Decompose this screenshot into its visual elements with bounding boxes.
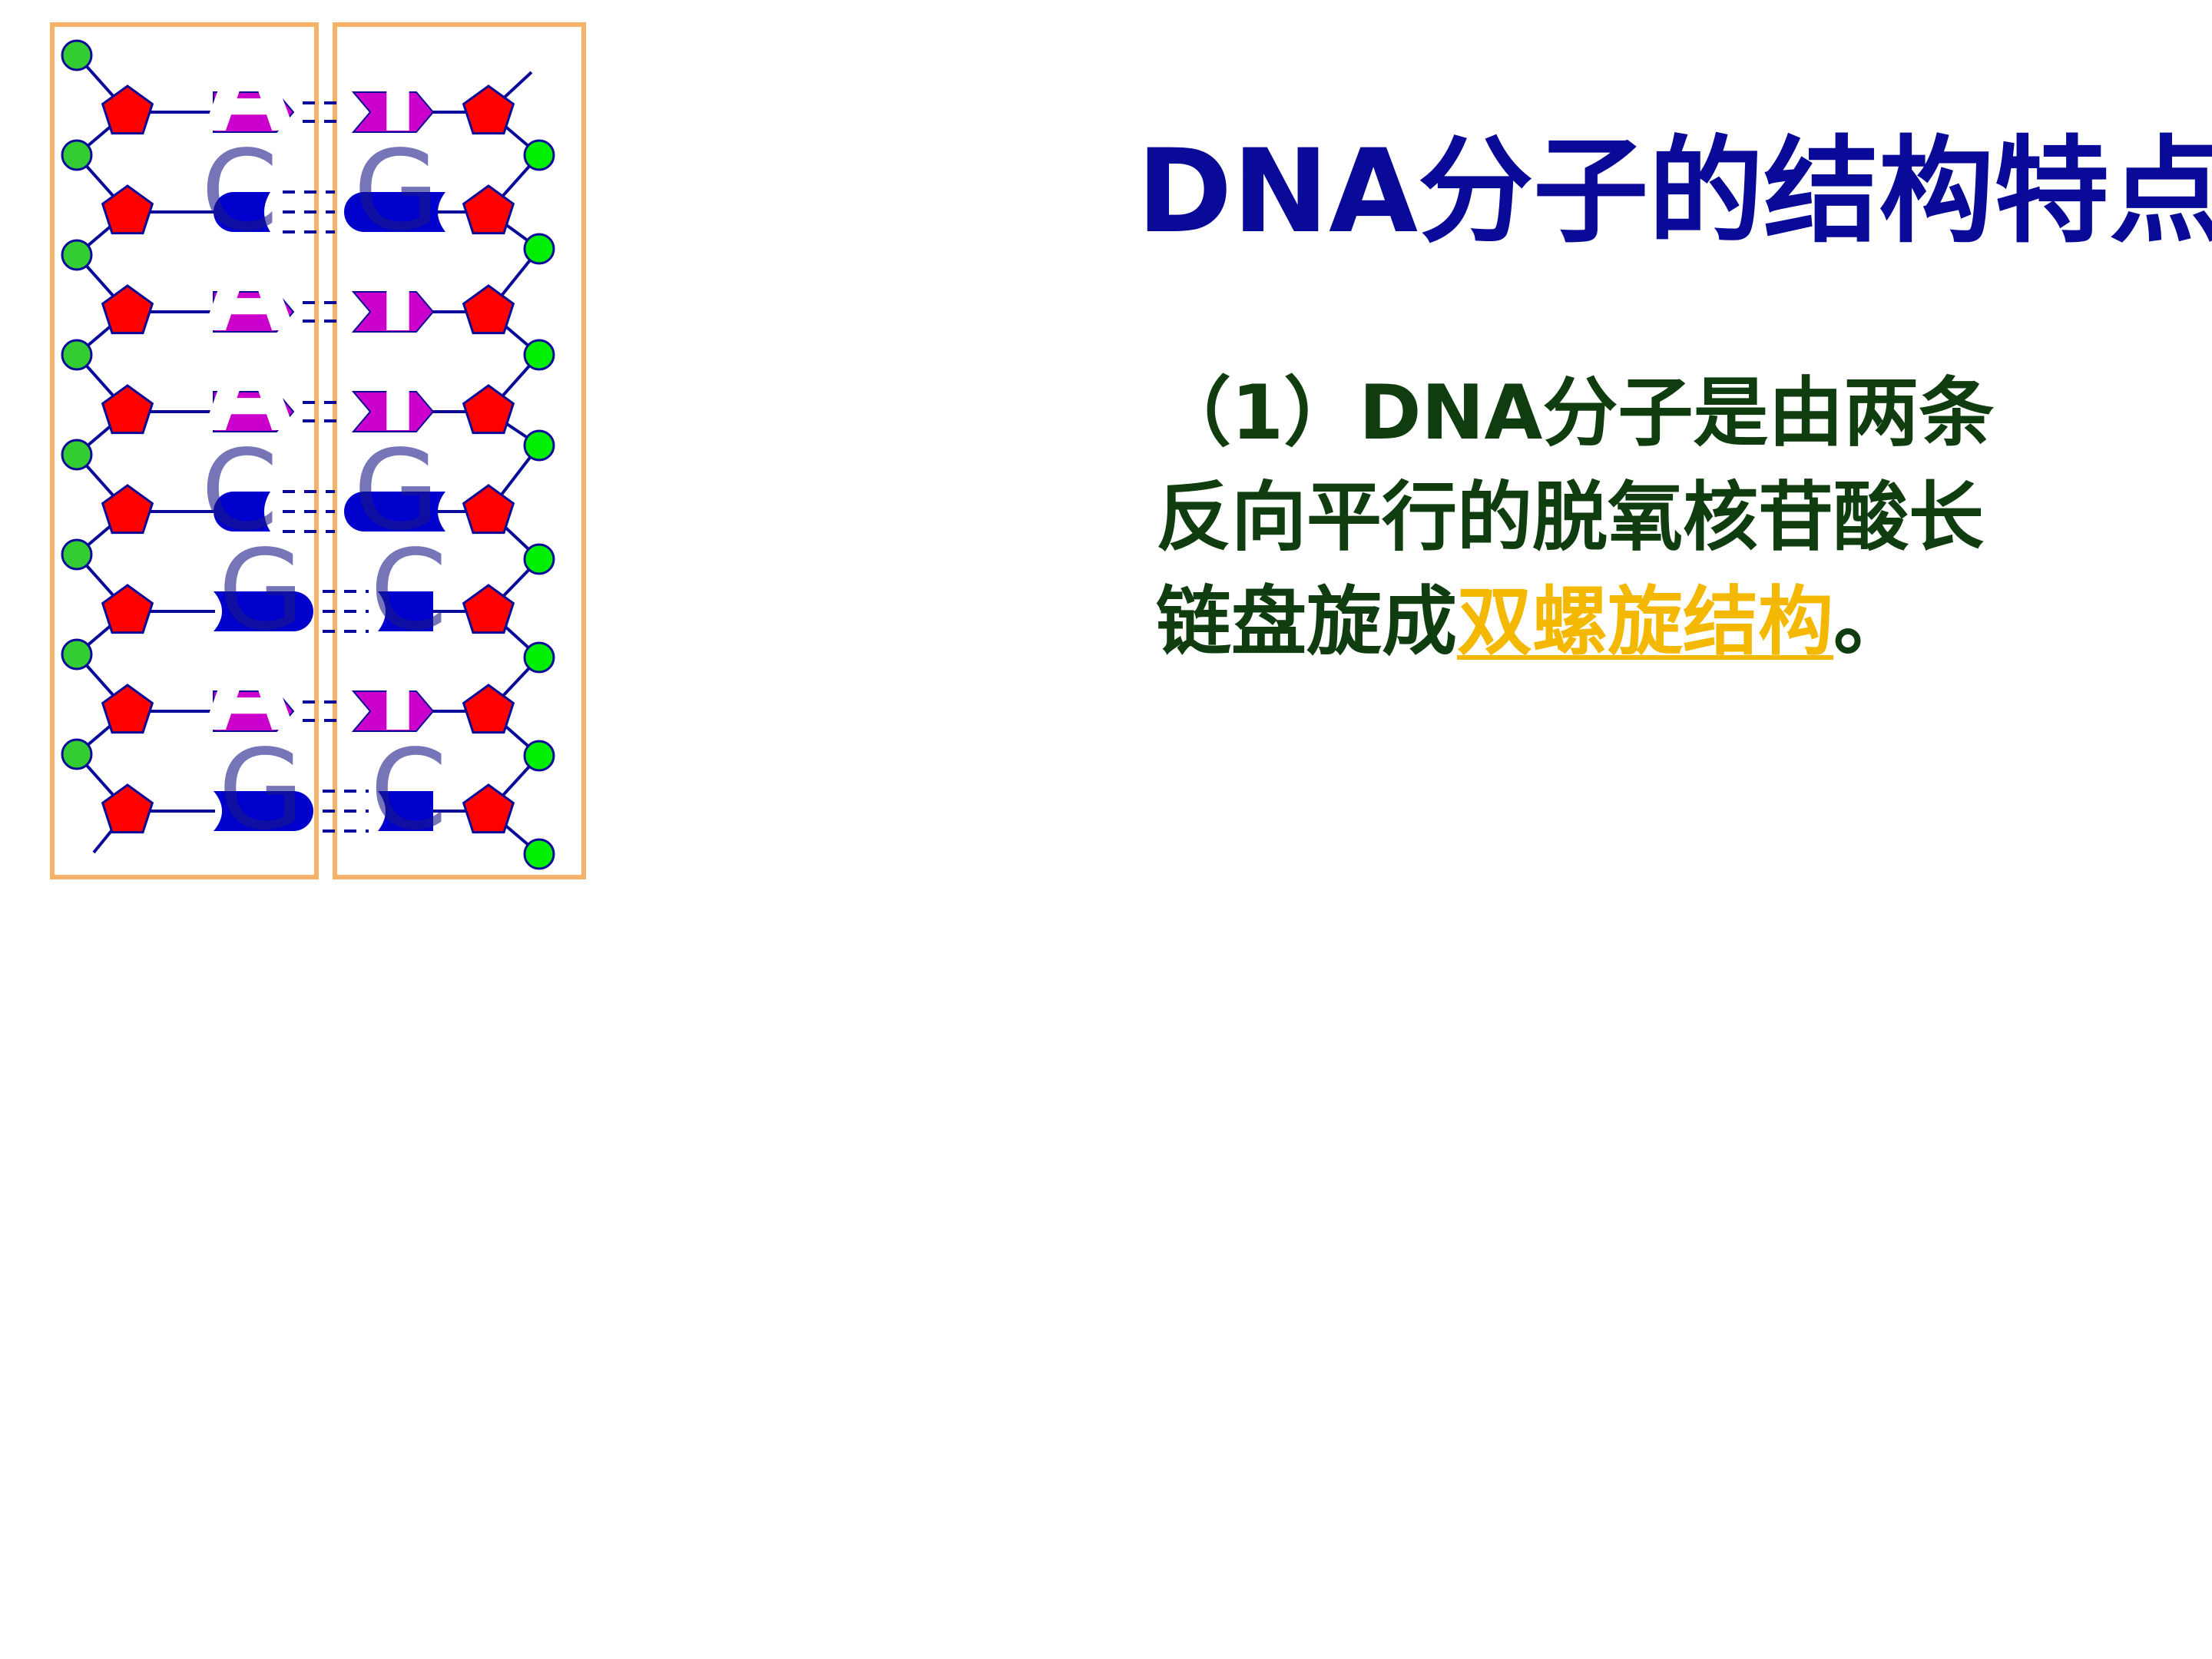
adenine-label: A (203, 19, 296, 159)
deoxyribose-pentagon (101, 783, 154, 834)
phosphate-circle (523, 139, 555, 171)
description-line-2: 反向平行的脱氧核苷酸长 (1156, 474, 1985, 561)
phosphate-circle (523, 429, 555, 462)
adenine-label: A (203, 618, 296, 758)
description-line-1: （1）DNA分子是由两条 (1156, 369, 1995, 457)
thymine-base (351, 91, 435, 133)
phosphate-circle (61, 139, 93, 171)
phosphate-circle (523, 838, 555, 870)
adenine-base (213, 690, 295, 732)
guanine-label: G (218, 525, 304, 654)
deoxyribose-pentagon (101, 484, 154, 535)
phosphate-circle (61, 239, 93, 271)
phosphate-circle (61, 39, 93, 71)
thymine-base (351, 291, 435, 333)
cytosine-label: C (201, 426, 279, 555)
page-title: DNA分子的结构特点 (1137, 125, 2212, 259)
phosphate-circle (61, 339, 93, 371)
deoxyribose-pentagon (101, 184, 154, 235)
guanine-base (214, 591, 313, 631)
thymine-label: T (357, 618, 439, 758)
adenine-label: A (203, 219, 296, 359)
cytosine-label: C (370, 525, 448, 654)
deoxyribose-pentagon (462, 184, 515, 235)
thymine-label: T (357, 319, 439, 459)
deoxyribose-pentagon (462, 584, 515, 634)
guanine-label: G (353, 426, 439, 555)
deoxyribose-pentagon (462, 484, 515, 535)
thymine-base (351, 690, 435, 732)
description-paragraph: （1）DNA分子是由两条 反向平行的脱氧核苷酸长 链盘旋成双螺旋结构。 (1156, 361, 2177, 674)
adenine-label: A (203, 319, 296, 459)
right-strand-frame (333, 22, 586, 879)
cytosine-label: C (201, 126, 279, 255)
description-line-3: 链盘旋成双螺旋结构。 (1156, 570, 2177, 674)
deoxyribose-pentagon (101, 584, 154, 634)
thymine-label: T (357, 19, 439, 159)
cytosine-base (378, 791, 433, 831)
deoxyribose-pentagon (101, 684, 154, 734)
description-line-3-text: 链盘旋成 (1156, 578, 1458, 666)
cytosine-base (214, 192, 270, 232)
deoxyribose-pentagon (462, 684, 515, 734)
adenine-base (213, 391, 295, 432)
deoxyribose-pentagon (462, 783, 515, 834)
thymine-label: T (357, 219, 439, 359)
phosphate-circle (523, 543, 555, 575)
phosphate-circle (61, 738, 93, 770)
deoxyribose-pentagon (101, 84, 154, 135)
cytosine-label: C (370, 725, 448, 854)
deoxyribose-pentagon (462, 384, 515, 435)
phosphate-circle (61, 439, 93, 471)
deoxyribose-pentagon (101, 384, 154, 435)
guanine-base (344, 492, 445, 531)
guanine-label: G (218, 725, 304, 854)
deoxyribose-pentagon (462, 84, 515, 135)
deoxyribose-pentagon (462, 284, 515, 335)
deoxyribose-pentagon (101, 284, 154, 335)
adenine-base (213, 91, 295, 133)
phosphate-circle (61, 538, 93, 571)
adenine-base (213, 291, 295, 333)
guanine-label: G (353, 126, 439, 255)
guanine-base (344, 192, 445, 232)
left-strand-frame (50, 22, 319, 879)
phosphate-circle (523, 740, 555, 772)
phosphate-circle (61, 638, 93, 671)
phosphate-circle (523, 233, 555, 265)
phosphate-circle (523, 641, 555, 674)
description-line-3-end: 。 (1833, 578, 1909, 666)
phosphate-circle (523, 339, 555, 371)
thymine-base (351, 391, 435, 432)
cytosine-base (378, 591, 433, 631)
guanine-base (214, 791, 313, 831)
double-helix-highlight: 双螺旋结构 (1457, 578, 1834, 666)
cytosine-base (214, 492, 270, 531)
